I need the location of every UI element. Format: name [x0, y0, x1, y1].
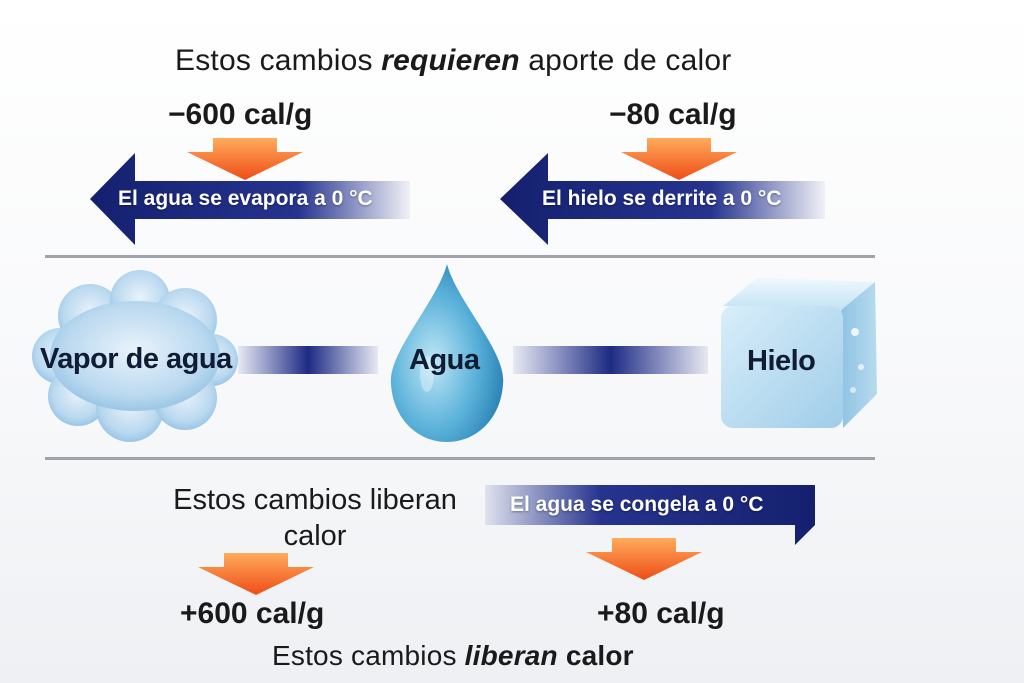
- divider-bottom: [45, 457, 875, 460]
- release-heat-text: Estos cambios liberan calor: [173, 484, 457, 552]
- evaporation-arrow-label: El agua se evapora a 0 °C: [118, 187, 373, 210]
- top-heading: Estos cambios requieren aporte de calor: [175, 44, 731, 78]
- top-heading-prefix: Estos cambios: [175, 44, 382, 77]
- melting-arrow: El hielo se derrite a 0 °C: [500, 153, 825, 245]
- evaporation-arrow: El agua se evapora a 0 °C: [90, 153, 410, 245]
- footer-emphasis: liberan: [464, 640, 558, 671]
- evaporation-heat-value: −600 cal/g: [168, 98, 313, 131]
- freezing-heat-value: +80 cal/g: [597, 597, 725, 630]
- footer-suffix: calor: [557, 640, 634, 671]
- connector-vapor-water: [238, 346, 378, 374]
- connector-water-ice: [513, 346, 708, 374]
- melting-heat-value: −80 cal/g: [609, 98, 737, 131]
- water-drop-icon: [390, 264, 504, 442]
- footer-text: Estos cambios liberan calor: [272, 640, 634, 672]
- heat-out-arrow-left-icon: [198, 553, 314, 595]
- melting-arrow-label: El hielo se derrite a 0 °C: [542, 187, 782, 210]
- vapor-cloud-icon: [32, 270, 238, 442]
- freezing-arrow: El agua se congela a 0 °C: [485, 485, 815, 545]
- heat-in-arrow-left-icon: [187, 138, 303, 180]
- top-heading-emphasis: requieren: [381, 44, 520, 77]
- heat-in-arrow-right-icon: [621, 138, 737, 180]
- water-label: Agua: [409, 344, 480, 376]
- ice-label: Hielo: [747, 345, 816, 377]
- top-heading-suffix: aporte de calor: [519, 44, 732, 77]
- footer-prefix: Estos cambios: [272, 640, 465, 671]
- vapor-label: Vapor de agua: [40, 343, 232, 375]
- heat-out-arrow-right-icon: [586, 538, 702, 580]
- ice-cube-icon: [721, 278, 877, 428]
- freezing-arrow-label: El agua se congela a 0 °C: [510, 493, 764, 516]
- divider-top: [45, 255, 875, 258]
- condensation-heat-value: +600 cal/g: [180, 597, 325, 630]
